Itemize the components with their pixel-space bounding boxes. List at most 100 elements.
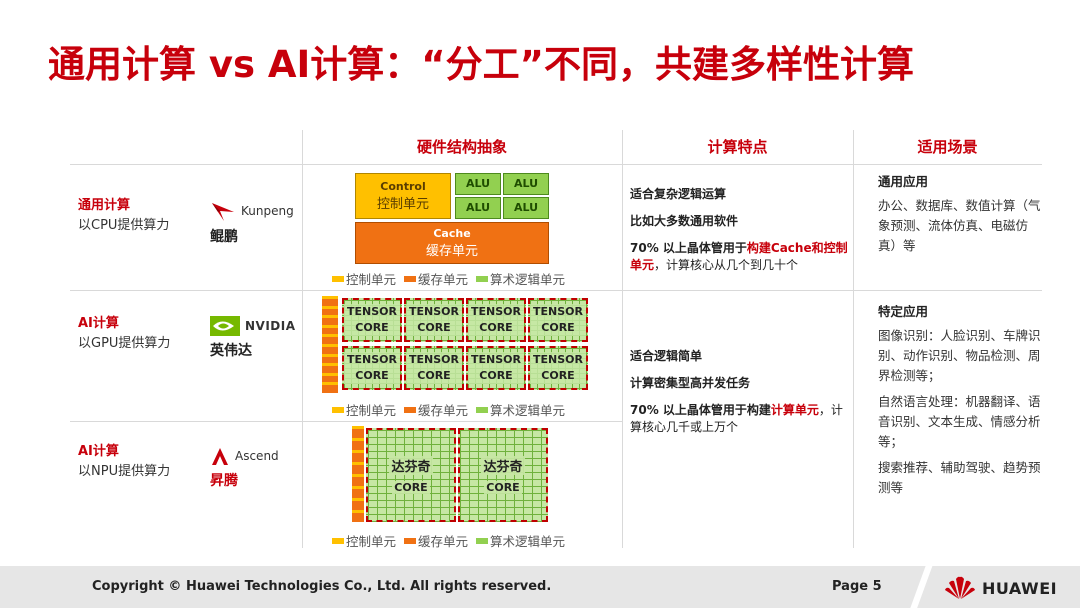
row-npu-label: AI计算 以NPU提供算力 — [78, 442, 170, 482]
control-strip — [352, 510, 364, 513]
legend-swatch-alu — [476, 406, 489, 413]
vendor-kunpeng: Kunpeng 鲲鹏 — [210, 200, 294, 246]
scenario-text: 搜索推荐、辅助驾驶、趋势预测等 — [878, 460, 1041, 495]
divider — [853, 130, 854, 548]
control-strip — [322, 296, 338, 299]
cache-strip — [352, 489, 364, 498]
alu-block: ALU — [455, 173, 501, 195]
provider-cpu: 以CPU提供算力 — [78, 218, 170, 233]
tensor-core-line2: CORE — [530, 368, 586, 384]
cache-strip — [352, 441, 364, 450]
alu-block: ALU — [503, 197, 549, 219]
category-general: 通用计算 — [78, 198, 131, 213]
tensor-core-line2: CORE — [468, 320, 524, 336]
row-gpu-label: AI计算 以GPU提供算力 — [78, 314, 170, 354]
legend-control: 控制单元 — [346, 534, 397, 549]
legend-cache: 缓存单元 — [418, 534, 469, 549]
legend-swatch-control — [332, 537, 344, 544]
control-strip — [322, 363, 338, 367]
legend-cache: 缓存单元 — [418, 403, 469, 418]
brand-en: Ascend — [235, 449, 279, 463]
tensor-core-line2: CORE — [468, 368, 524, 384]
huawei-flower-icon — [945, 576, 975, 599]
cache-strip — [322, 299, 338, 307]
alu-block: ALU — [503, 173, 549, 195]
nvidia-logo: NVIDIA — [210, 316, 296, 336]
tensor-core-line1: TENSOR — [530, 304, 586, 320]
feature-part: ，计算核心从几个到几十个 — [654, 258, 799, 272]
cache-strip — [352, 465, 364, 474]
footer-slash-decoration — [905, 566, 935, 608]
cache-strip — [322, 375, 338, 384]
tensor-core-line2: CORE — [406, 320, 462, 336]
control-strip — [352, 486, 364, 489]
scenario-title: 通用应用 — [878, 174, 929, 189]
control-strip — [352, 498, 364, 501]
legend-alu: 算术逻辑单元 — [490, 272, 566, 287]
legend-cache: 缓存单元 — [418, 272, 469, 287]
divider — [70, 290, 1042, 291]
scenario-text: 自然语言处理：机器翻译、语音识别、文本生成、情感分析等； — [878, 394, 1041, 449]
feature-highlight: 计算单元 — [770, 403, 819, 417]
control-strip — [322, 344, 338, 347]
kunpeng-logo: Kunpeng — [210, 200, 294, 222]
divider — [70, 421, 622, 422]
feature-part: ，计算核心几千或上万个 — [630, 403, 843, 434]
control-strip — [322, 334, 338, 338]
cache-strip — [322, 366, 338, 375]
control-strip — [322, 353, 338, 357]
tensor-core-line2: CORE — [406, 368, 462, 384]
legend-control: 控制单元 — [346, 403, 397, 418]
cache-strip — [352, 429, 364, 438]
header-scenarios: 适用场景 — [917, 138, 978, 156]
control-cn: 控制单元 — [376, 197, 429, 212]
tensor-core-line1: TENSOR — [344, 352, 400, 368]
comparison-table: 硬件结构抽象 计算特点 适用场景 通用计算 以CPU提供算力 Kunpeng 鲲… — [70, 130, 1042, 550]
cache-strip — [322, 308, 338, 317]
control-strip — [352, 462, 364, 465]
davinci-line1: 达芬奇 — [389, 456, 433, 475]
control-strip — [352, 426, 364, 429]
cache-strip — [352, 501, 364, 510]
scenario-text: 图像识别：人脸识别、车牌识别、动作识别、物品检测、周界检测等； — [878, 328, 1041, 383]
row-cpu-label: 通用计算 以CPU提供算力 — [78, 196, 169, 236]
cache-strip — [322, 327, 338, 336]
page-number: Page 5 — [832, 579, 882, 594]
legend-npu: 控制单元 缓存单元 算术逻辑单元 — [332, 531, 565, 550]
feature-line: 适合复杂逻辑运算 — [630, 187, 727, 201]
control-unit-block: Control 控制单元 — [355, 173, 451, 219]
brand-en: Kunpeng — [241, 204, 294, 218]
vendor-ascend: Ascend 昇腾 — [210, 446, 279, 490]
control-strip — [322, 382, 338, 386]
cache-strip — [322, 356, 338, 365]
cache-unit-block: Cache 缓存单元 — [355, 222, 549, 264]
feature-transistor: 70% 以上晶体管用于构建Cache和控制单元，计算核心从几个到几十个 — [630, 240, 850, 274]
legend-swatch-cache — [404, 537, 417, 544]
scenarios-general: 通用应用 办公、数据库、数值计算（气象预测、流体仿真、电磁仿真）等 — [878, 172, 1042, 256]
feature-line: 适合逻辑简单 — [630, 349, 703, 363]
control-strip — [322, 324, 338, 328]
davinci-line1: 达芬奇 — [481, 456, 525, 475]
legend-gpu: 控制单元 缓存单元 算术逻辑单元 — [332, 400, 565, 419]
provider-gpu: 以GPU提供算力 — [78, 336, 171, 351]
control-strip — [352, 450, 364, 453]
control-strip — [352, 438, 364, 441]
cache-en: Cache — [433, 227, 471, 240]
tensor-core-line2: CORE — [344, 368, 400, 384]
feature-part: 70% 以上晶体管用于构建 — [630, 403, 771, 417]
feature-transistor: 70% 以上晶体管用于构建计算单元，计算核心几千或上万个 — [630, 402, 850, 436]
divider — [70, 164, 1042, 165]
control-strip — [322, 305, 338, 309]
brand-cn: 鲲鹏 — [210, 229, 238, 245]
legend-alu: 算术逻辑单元 — [490, 534, 566, 549]
control-strip — [322, 315, 338, 319]
cache-strip — [352, 513, 364, 522]
divider — [622, 130, 623, 548]
